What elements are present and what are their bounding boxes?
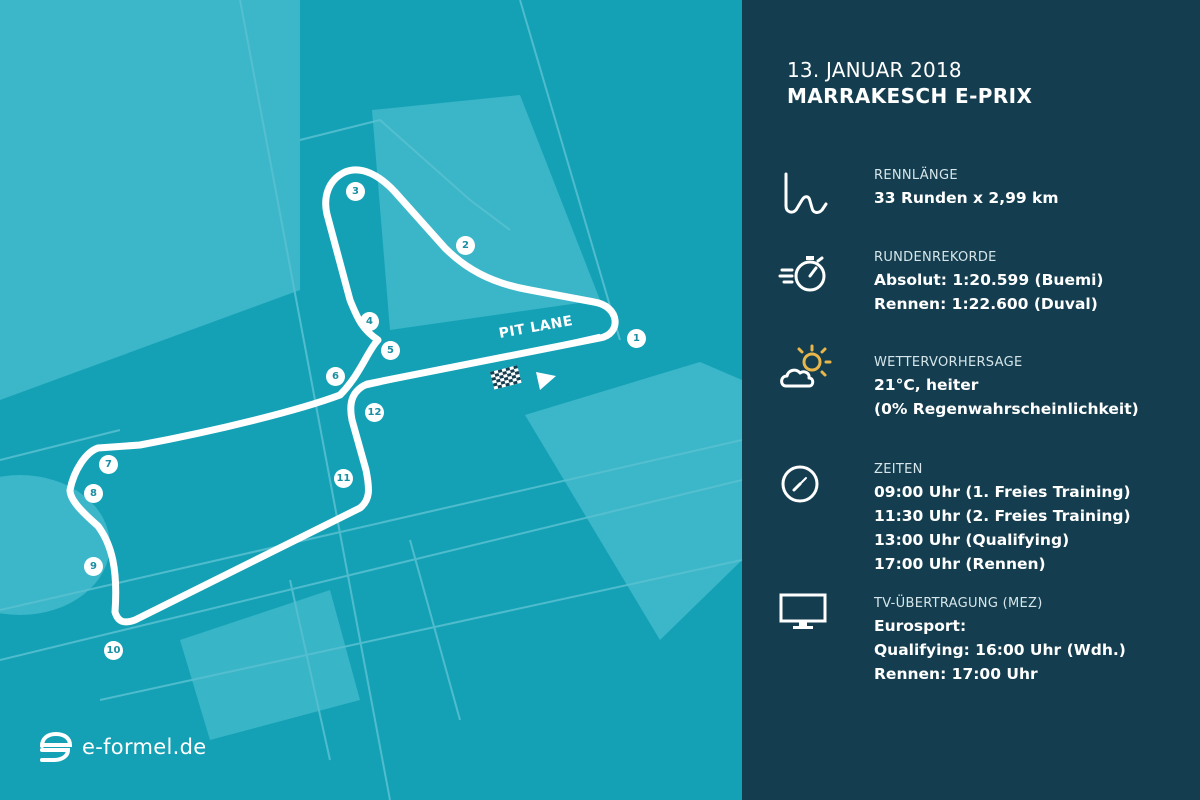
section-times: ZEITEN 09:00 Uhr (1. Freies Training) 11… xyxy=(874,462,1131,576)
section-weather: WETTERVORHERSAGE 21°C, heiter (0% Regenw… xyxy=(874,355,1139,421)
corner-marker: 3 xyxy=(346,182,365,201)
city-block xyxy=(180,590,360,740)
corner-marker: 12 xyxy=(365,403,384,422)
corner-marker: 7 xyxy=(99,455,118,474)
section-line: 13:00 Uhr (Qualifying) xyxy=(874,531,1070,549)
corner-marker: 5 xyxy=(381,341,400,360)
clock-icon xyxy=(781,465,819,503)
section-line: 09:00 Uhr (1. Freies Training) xyxy=(874,483,1131,501)
info-panel: 13. JANUAR 2018 MARRAKESCH E-PRIX RENNLÄ… xyxy=(742,0,1200,800)
section-line: Absolut: 1:20.599 (Buemi) xyxy=(874,271,1104,289)
circuit-map: PIT LANE 1 2 3 4 5 6 7 8 9 10 11 12 e-fo… xyxy=(0,0,742,800)
section-heading: RUNDENREKORDE xyxy=(874,250,997,265)
track-layout-icon xyxy=(784,172,828,214)
direction-arrow-icon xyxy=(536,372,556,390)
corner-marker: 2 xyxy=(456,236,475,255)
section-heading: RENNLÄNGE xyxy=(874,168,958,183)
stopwatch-speed-icon xyxy=(778,256,826,292)
corner-marker: 6 xyxy=(326,367,345,386)
event-title: MARRAKESCH E-PRIX xyxy=(787,84,1033,108)
corner-marker: 11 xyxy=(334,469,353,488)
corner-marker: 10 xyxy=(104,641,123,660)
section-line: 11:30 Uhr (2. Freies Training) xyxy=(874,507,1131,525)
corner-marker: 4 xyxy=(360,312,379,331)
corner-marker: 9 xyxy=(84,557,103,576)
event-date: 13. JANUAR 2018 xyxy=(787,58,962,82)
section-line: Rennen: 1:22.600 (Duval) xyxy=(874,295,1098,313)
section-line: (0% Regenwahrscheinlichkeit) xyxy=(874,400,1139,418)
e-logo-icon xyxy=(40,732,73,762)
section-heading: WETTERVORHERSAGE xyxy=(874,355,1023,370)
checkered-flag-icon xyxy=(490,365,522,390)
brand-logo[interactable]: e-formel.de xyxy=(38,732,206,762)
corner-marker: 1 xyxy=(627,329,646,348)
map-graphic xyxy=(0,0,742,800)
section-lap-records: RUNDENREKORDE Absolut: 1:20.599 (Buemi) … xyxy=(874,250,1104,316)
section-line: Rennen: 17:00 Uhr xyxy=(874,665,1038,683)
section-heading: TV-ÜBERTRAGUNG (MEZ) xyxy=(874,596,1043,611)
race-track xyxy=(66,166,619,626)
section-line: Qualifying: 16:00 Uhr (Wdh.) xyxy=(874,641,1126,659)
section-heading: ZEITEN xyxy=(874,462,923,477)
section-line: 21°C, heiter xyxy=(874,376,979,394)
city-block xyxy=(0,0,300,400)
section-line: 33 Runden x 2,99 km xyxy=(874,189,1059,207)
section-line: 17:00 Uhr (Rennen) xyxy=(874,555,1046,573)
section-race-length: RENNLÄNGE 33 Runden x 2,99 km xyxy=(874,168,1059,210)
sun-cloud-icon xyxy=(780,344,832,388)
tv-monitor-icon xyxy=(779,593,827,629)
city-block xyxy=(525,362,742,640)
logo-text: e-formel.de xyxy=(82,735,207,759)
section-line: Eurosport: xyxy=(874,617,967,635)
corner-marker: 8 xyxy=(84,484,103,503)
section-tv: TV-ÜBERTRAGUNG (MEZ) Eurosport: Qualifyi… xyxy=(874,596,1126,686)
